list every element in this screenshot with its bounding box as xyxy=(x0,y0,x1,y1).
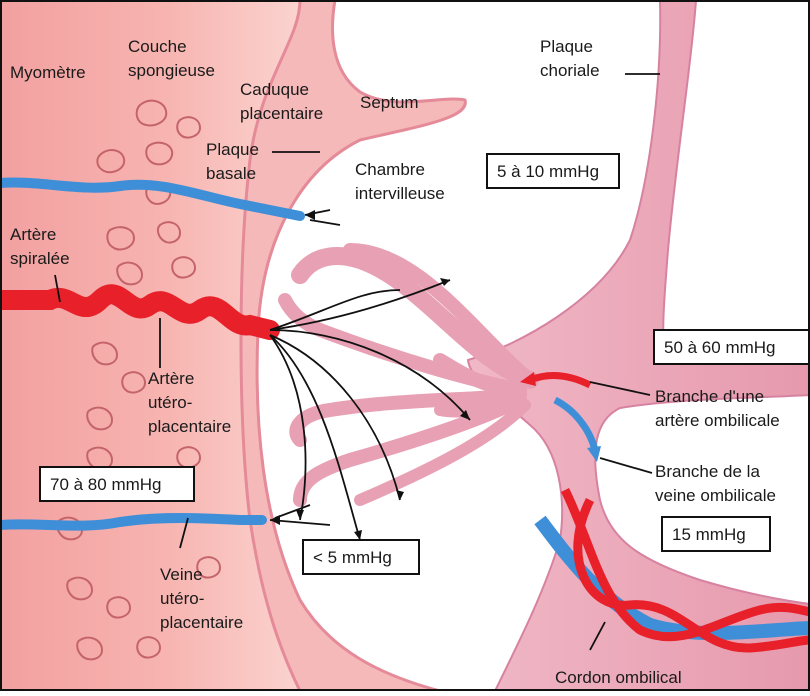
label-artere-utero-1: Artère xyxy=(148,369,194,388)
label-branche-veine-1: Branche de la xyxy=(655,462,760,481)
pressure-umbilical-vein: 15 mmHg xyxy=(672,525,746,544)
label-plaque-basale-1: Plaque xyxy=(206,140,259,159)
label-veine-utero-2: utéro- xyxy=(160,589,204,608)
label-branche-artere-2: artère ombilicale xyxy=(655,411,780,430)
label-artere-utero-2: utéro- xyxy=(148,393,192,412)
label-plaque-basale-2: basale xyxy=(206,164,256,183)
label-artere-utero-3: placentaire xyxy=(148,417,231,436)
label-veine-utero-1: Veine xyxy=(160,565,203,584)
pressure-umbilical-artery: 50 à 60 mmHg xyxy=(664,338,776,357)
pressure-venous-return: < 5 mmHg xyxy=(313,548,392,567)
label-plaque-choriale-1: Plaque xyxy=(540,37,593,56)
label-myometre: Myomètre xyxy=(10,63,86,82)
label-caduque-1: Caduque xyxy=(240,80,309,99)
label-artere-spiralee-1: Artère xyxy=(10,225,56,244)
label-chambre-2: intervilleuse xyxy=(355,184,445,203)
label-couche-1: Couche xyxy=(128,37,187,56)
label-branche-veine-2: veine ombilicale xyxy=(655,486,776,505)
label-veine-utero-3: placentaire xyxy=(160,613,243,632)
label-plaque-choriale-2: choriale xyxy=(540,61,600,80)
label-septum: Septum xyxy=(360,93,419,112)
pressure-spiral-artery: 70 à 80 mmHg xyxy=(50,475,162,494)
label-couche-2: spongieuse xyxy=(128,61,215,80)
label-cordon: Cordon ombilical xyxy=(555,668,682,687)
label-chambre-1: Chambre xyxy=(355,160,425,179)
label-artere-spiralee-2: spiralée xyxy=(10,249,70,268)
label-caduque-2: placentaire xyxy=(240,104,323,123)
pressure-intervillous: 5 à 10 mmHg xyxy=(497,162,599,181)
label-branche-artere-1: Branche d'une xyxy=(655,387,764,406)
